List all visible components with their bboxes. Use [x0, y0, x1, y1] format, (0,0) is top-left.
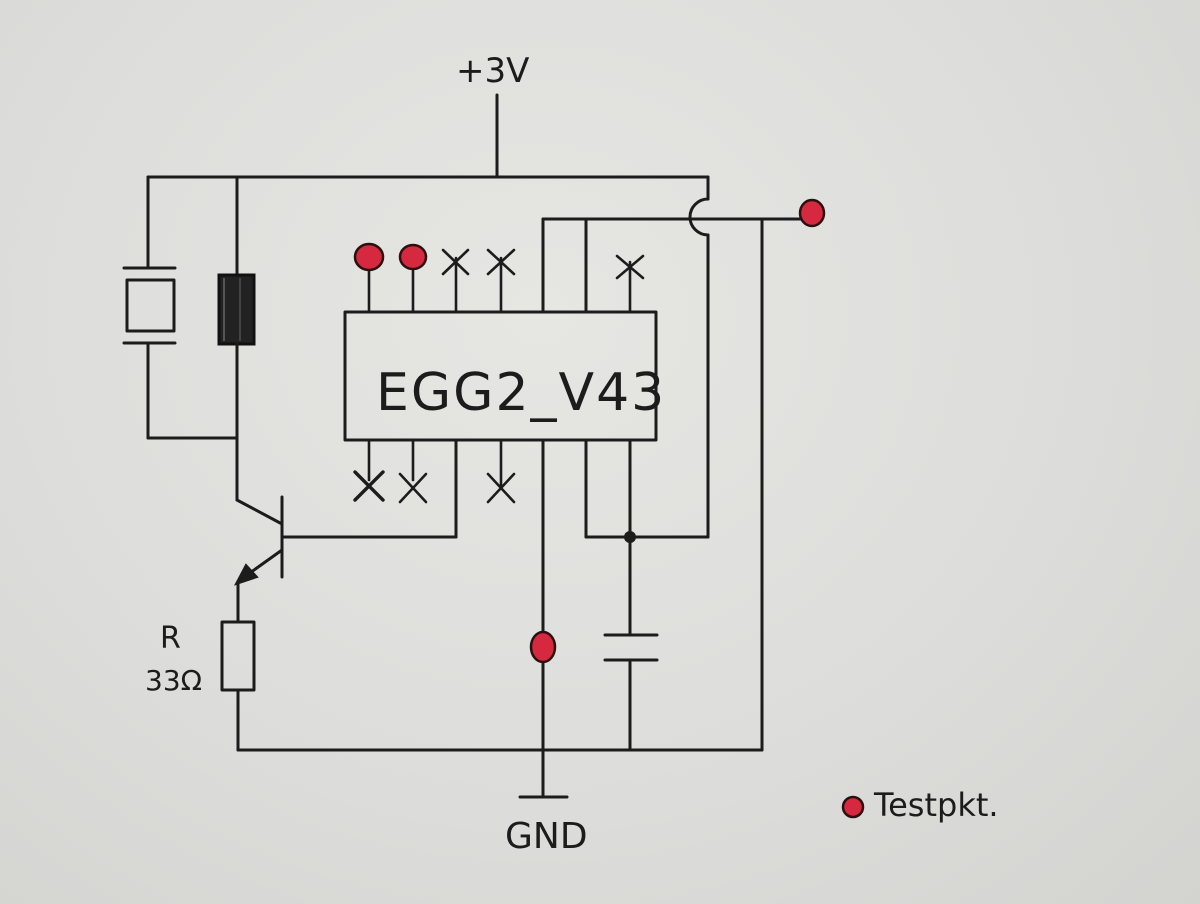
- ic-top-pins: [367, 217, 632, 314]
- resistor-name-label: R: [160, 621, 181, 656]
- ic-bottom-pins: [367, 438, 710, 799]
- test-points: [353, 198, 865, 819]
- legend-dot: [841, 795, 865, 819]
- transistor-symbol: [233, 495, 458, 624]
- legend-label: Testpkt.: [873, 786, 999, 824]
- test-point-dot: [798, 198, 826, 228]
- chip-label: EGG2_V43: [376, 363, 666, 423]
- test-point-dot: [529, 630, 557, 664]
- test-point-dot: [353, 242, 385, 272]
- supply-rail: [146, 93, 710, 539]
- supply-label: +3V: [456, 51, 529, 91]
- resistor-symbol: [220, 620, 256, 752]
- capacitor-symbol: [603, 531, 659, 752]
- resistor-value-label: 33Ω: [145, 664, 202, 697]
- test-point-dot: [398, 243, 428, 271]
- crystal-symbol: [122, 266, 239, 440]
- no-connect-marks: [353, 248, 645, 504]
- coil-symbol: [217, 273, 256, 502]
- ground-label: GND: [505, 816, 588, 857]
- bottom-rail: [236, 217, 814, 752]
